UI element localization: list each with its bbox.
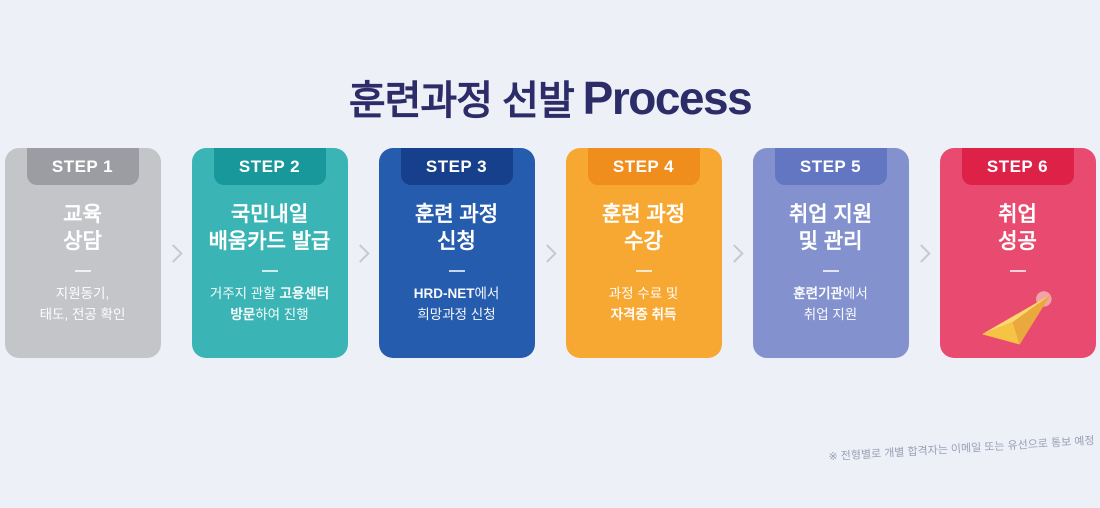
step-title: 훈련 과정 수강 bbox=[601, 203, 686, 253]
divider bbox=[822, 269, 839, 272]
step-description: 과정 수료 및 자격증 취득 bbox=[608, 285, 679, 322]
step-card-6: STEP 6 취업 성공 bbox=[939, 148, 1096, 358]
step-badge: STEP 2 bbox=[213, 148, 326, 185]
step-card-1: STEP 1 교육 상담 지원동기, 태도, 전공 확인 bbox=[4, 148, 161, 358]
chevron-right-icon bbox=[537, 243, 557, 263]
chevron-separator bbox=[535, 148, 566, 358]
divider bbox=[261, 269, 278, 272]
step-badge: STEP 5 bbox=[774, 148, 887, 185]
step-title: 취업 성공 bbox=[998, 203, 1037, 253]
chevron-right-icon bbox=[911, 243, 931, 263]
step-description: 거주지 관할 고용센터 방문하여 진행 bbox=[209, 285, 330, 322]
step-card-2: STEP 2 국민내일 배움카드 발급 거주지 관할 고용센터 방문하여 진행 bbox=[191, 148, 348, 358]
step-card-3: STEP 3 훈련 과정 신청 HRD-NET에서 희망과정 신청 bbox=[378, 148, 535, 358]
divider bbox=[448, 269, 465, 272]
paper-plane-icon bbox=[940, 284, 1096, 355]
divider bbox=[1009, 269, 1026, 272]
step-badge: STEP 4 bbox=[587, 148, 700, 185]
process-infographic: 훈련과정 선발 Process STEP 1 교육 상담 지원동기, 태도, 전… bbox=[0, 68, 1100, 508]
page-title-korean: 훈련과정 선발 bbox=[348, 79, 575, 123]
step-badge: STEP 6 bbox=[961, 148, 1074, 185]
footnote: ※ 전형별로 개별 합격자는 이메일 또는 유선으로 통보 예정 bbox=[827, 435, 1095, 464]
step-description: 훈련기관에서 취업 지원 bbox=[793, 285, 868, 322]
step-title: 훈련 과정 신청 bbox=[414, 203, 499, 253]
divider bbox=[74, 269, 91, 272]
step-title: 교육 상담 bbox=[63, 203, 102, 253]
step-description: HRD-NET에서 희망과정 신청 bbox=[413, 285, 500, 322]
chevron-right-icon bbox=[163, 243, 183, 263]
step-badge: STEP 1 bbox=[26, 148, 139, 185]
page-title-english: Process bbox=[582, 72, 753, 124]
step-title: 국민내일 배움카드 발급 bbox=[208, 203, 331, 253]
page-title: 훈련과정 선발 Process bbox=[0, 68, 1100, 126]
chevron-separator bbox=[348, 148, 379, 358]
step-badge: STEP 3 bbox=[400, 148, 513, 185]
step-card-5: STEP 5 취업 지원 및 관리 훈련기관에서 취업 지원 bbox=[752, 148, 909, 358]
chevron-separator bbox=[909, 148, 940, 358]
chevron-separator bbox=[161, 148, 192, 358]
chevron-right-icon bbox=[724, 243, 744, 263]
steps-row: STEP 1 교육 상담 지원동기, 태도, 전공 확인 STEP 2 국민내일… bbox=[0, 148, 1100, 358]
step-description: 지원동기, 태도, 전공 확인 bbox=[39, 285, 126, 322]
step-title: 취업 지원 및 관리 bbox=[788, 203, 873, 253]
divider bbox=[635, 269, 652, 272]
step-card-4: STEP 4 훈련 과정 수강 과정 수료 및 자격증 취득 bbox=[565, 148, 722, 358]
chevron-separator bbox=[722, 148, 753, 358]
chevron-right-icon bbox=[350, 243, 370, 263]
